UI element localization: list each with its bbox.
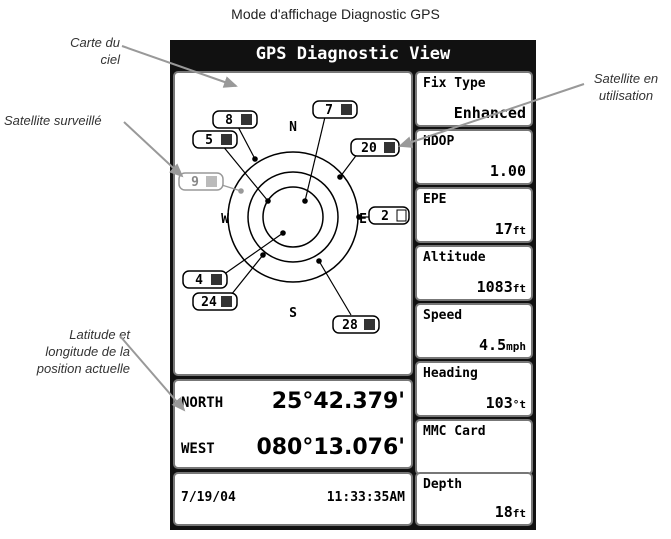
compass-w: W (221, 212, 229, 227)
sky-map-panel: N S E W 8 7 5 (173, 71, 413, 376)
callout-sky-map (121, 45, 238, 88)
screen-title: GPS Diagnostic View (255, 44, 451, 64)
epe-label: EPE (423, 192, 447, 207)
gps-screen: GPS Diagnostic View N S E W 8 7 (170, 40, 536, 530)
svg-text:7: 7 (325, 103, 333, 118)
satellite-9: 9 (178, 172, 224, 191)
depth-box: Depth 18ft (415, 472, 533, 526)
annotation-lat-lon: Latitude et longitude de la position act… (36, 327, 130, 376)
latitude-label: NORTH (181, 395, 224, 411)
depth-value: 18ft (494, 503, 526, 521)
date-value: 7/19/04 (181, 490, 236, 505)
svg-text:8: 8 (225, 113, 233, 128)
heading-box: Heading 103°t (415, 361, 533, 417)
satellite-5: 5 (192, 130, 238, 149)
mmc-card-label: MMC Card (423, 424, 486, 439)
speed-value: 4.5mph (479, 336, 526, 354)
altitude-box: Altitude 1083ft (415, 245, 533, 301)
satellite-24: 24 (192, 292, 238, 311)
figure-caption: Mode d'affichage Diagnostic GPS (231, 6, 440, 22)
hdop-label: HDOP (423, 134, 455, 149)
satellite-2: 2 (368, 206, 410, 225)
hdop-value: 1.00 (489, 162, 526, 180)
annotation-sky-map: Carte du ciel (70, 35, 120, 67)
satellite-8: 8 (212, 110, 258, 129)
altitude-value: 1083ft (476, 278, 526, 296)
satellite-7: 7 (312, 100, 358, 119)
hdop-box: HDOP 1.00 (415, 129, 533, 185)
position-panel: NORTH 25°42.379' WEST 080°13.076' (173, 379, 413, 469)
svg-text:4: 4 (195, 273, 203, 288)
svg-text:2: 2 (381, 209, 389, 224)
satellite-20: 20 (350, 138, 400, 157)
svg-text:24: 24 (201, 295, 217, 310)
compass-s: S (289, 306, 297, 321)
svg-text:20: 20 (361, 141, 377, 156)
speed-box: Speed 4.5mph (415, 303, 533, 359)
fix-type-value: Enhanced (453, 104, 526, 122)
date-time-panel: 7/19/04 11:33:35AM (173, 472, 413, 526)
callout-tracked-satellite (123, 121, 184, 178)
compass-e: E (359, 212, 367, 227)
annotation-tracked-satellite: Satellite surveillé (4, 113, 102, 128)
svg-text:28: 28 (342, 318, 358, 333)
altitude-label: Altitude (423, 250, 486, 265)
sky-ring-inner (262, 186, 324, 248)
callout-used-satellite (398, 83, 585, 148)
compass-n: N (289, 120, 297, 135)
latitude-value: 25°42.379' (271, 389, 405, 414)
svg-text:5: 5 (205, 133, 213, 148)
epe-box: EPE 17ft (415, 187, 533, 243)
epe-value: 17ft (494, 220, 526, 238)
fix-type-label: Fix Type (423, 76, 486, 91)
mmc-card-box: MMC Card (415, 419, 533, 475)
sky-map: N S E W 8 7 5 (178, 100, 410, 334)
longitude-value: 080°13.076' (256, 435, 405, 460)
svg-text:9: 9 (191, 175, 199, 190)
longitude-label: WEST (181, 441, 215, 457)
satellite-4: 4 (182, 270, 228, 289)
heading-value: 103°t (485, 394, 526, 412)
annotation-used-satellite: Satellite en utilisation (593, 71, 659, 103)
heading-label: Heading (423, 366, 478, 381)
time-value: 11:33:35AM (326, 490, 405, 505)
callout-lat-lon (119, 335, 186, 412)
satellite-28: 28 (332, 315, 380, 334)
fix-type-box: Fix Type Enhanced (415, 71, 533, 127)
speed-label: Speed (423, 308, 463, 323)
depth-label: Depth (423, 477, 463, 492)
sky-ring-middle (247, 171, 339, 263)
